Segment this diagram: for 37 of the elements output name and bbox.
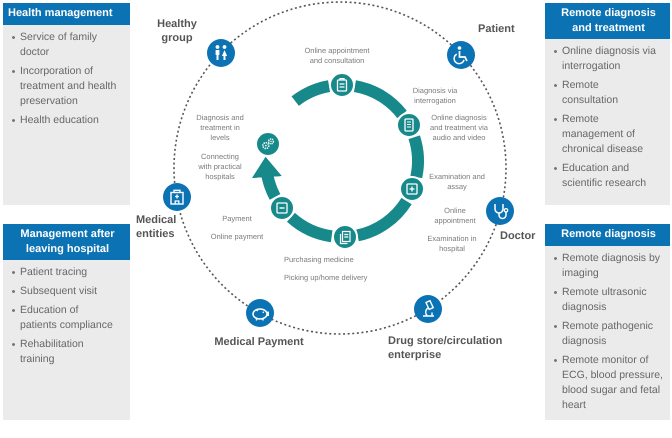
stethoscope-icon <box>486 196 514 225</box>
document-icon <box>396 112 422 138</box>
dashed-arc <box>439 224 497 302</box>
circle-label: Medical entities <box>136 213 178 241</box>
dashed-arc <box>470 64 507 198</box>
panel-heading: Remote diagnosis <box>545 224 670 246</box>
ring-arc <box>408 136 424 178</box>
microscope-icon <box>414 294 442 323</box>
dashed-arc <box>230 1 452 46</box>
documents-icon <box>332 224 358 250</box>
ring-arc <box>354 80 407 118</box>
gears-icon <box>254 130 281 157</box>
circle-label: Medical Payment <box>213 335 305 349</box>
circle-label: Drug store/circulation enterprise <box>388 334 504 362</box>
ring-arc <box>356 198 412 242</box>
circle-label: Doctor <box>500 229 536 243</box>
info-panel <box>545 3 670 205</box>
people-icon <box>206 38 235 67</box>
dashed-arc <box>173 62 212 183</box>
list-item: Online diagnosis via interrogation <box>553 44 656 74</box>
piggy-bank-icon <box>246 299 274 328</box>
clipboard-icon <box>329 72 355 98</box>
ring-arc <box>287 212 333 242</box>
info-panel <box>3 3 130 205</box>
hospital-icon <box>162 182 191 211</box>
circle-label: Healthy group <box>156 17 198 45</box>
ring-arc <box>292 80 330 106</box>
circle-label: Patient <box>478 22 516 36</box>
wheelchair-icon <box>447 40 476 69</box>
info-panel <box>3 224 130 420</box>
dashed-arc <box>178 210 248 307</box>
ring-arrow <box>252 156 282 200</box>
panel-heading: Management after leaving hospital <box>3 224 130 260</box>
panel-heading: Remote diagnosis and treatment <box>545 3 670 39</box>
dashed-arc <box>272 314 416 335</box>
info-panel <box>545 224 670 420</box>
panel-heading: Health management <box>3 3 130 24</box>
